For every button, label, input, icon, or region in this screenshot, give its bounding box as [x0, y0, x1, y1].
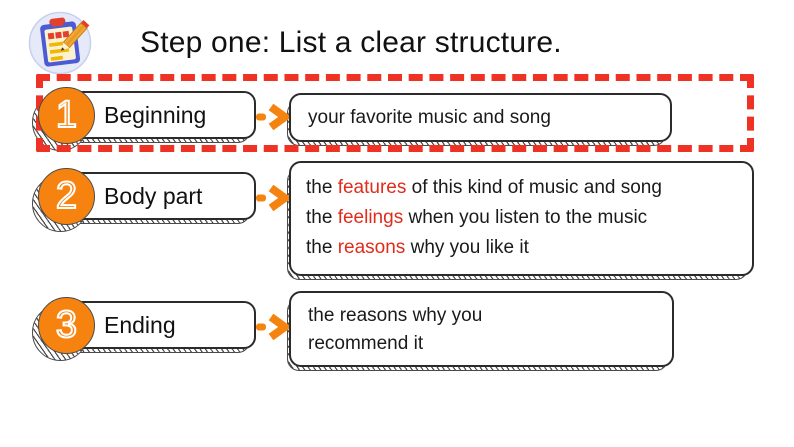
content-line: the feelings when you listen to the musi… — [291, 203, 752, 233]
text-segment: the reasons why you — [308, 305, 483, 326]
keyword-highlight: feelings — [337, 207, 404, 228]
content-box-ending: the reasons why you recommend it — [287, 291, 674, 371]
text-segment: the — [306, 237, 338, 258]
row-label: Ending — [104, 312, 176, 338]
step-number-badge: 1 — [32, 87, 95, 151]
keyword-highlight: reasons — [337, 237, 406, 258]
text-segment: why you like it — [405, 237, 529, 258]
step-number-badge: 2 — [32, 168, 95, 232]
clipboard-pencil-icon — [28, 11, 92, 75]
text-segment: when you listen to the music — [403, 207, 648, 228]
content-box-beginning: your favorite music and song — [287, 93, 672, 146]
arrow-right-icon — [255, 313, 292, 341]
arrow-right-icon — [255, 184, 292, 212]
content-box-body-part: the features of this kind of music and s… — [287, 161, 754, 280]
text-segment: your favorite music and song — [308, 107, 551, 128]
text-segment: of this kind of music and song — [406, 177, 662, 198]
step-number-badge: 3 — [32, 297, 95, 361]
text-segment: the — [306, 177, 338, 198]
content-line: recommend it — [291, 330, 672, 358]
row-label: Body part — [104, 183, 203, 209]
content-line: your favorite music and song — [291, 95, 670, 140]
slide-title: Step one: List a clear structure. — [140, 26, 562, 59]
step-number: 2 — [55, 174, 78, 217]
text-segment: recommend it — [308, 333, 424, 354]
keyword-highlight: features — [337, 177, 407, 198]
arrow-right-icon — [255, 103, 292, 131]
step-number: 1 — [55, 93, 78, 136]
row-label: Beginning — [104, 102, 207, 128]
content-line: the reasons why you — [291, 293, 672, 330]
text-segment: the — [306, 207, 338, 228]
content-line: the features of this kind of music and s… — [291, 173, 752, 203]
content-line: the reasons why you like it — [291, 233, 752, 263]
step-number: 3 — [55, 303, 78, 346]
